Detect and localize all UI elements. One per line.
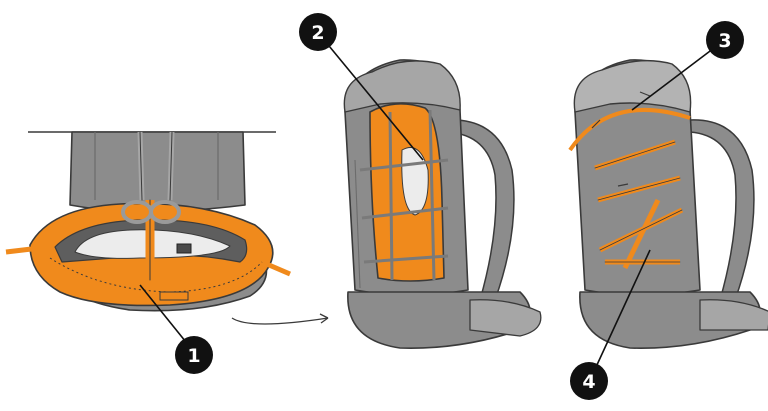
callout-4: 4: [570, 362, 608, 400]
panel-open-pack: [5, 131, 291, 353]
transition-arrow: [231, 313, 329, 325]
callout-2: 2: [299, 13, 337, 51]
panel-side-front-pocket: [319, 34, 542, 349]
callout-4-label: 4: [582, 371, 595, 393]
callout-3: 3: [706, 21, 744, 59]
callout-3-label: 3: [718, 30, 731, 52]
callout-2-label: 2: [311, 22, 324, 44]
panel-compressed-straps: [568, 41, 768, 381]
callout-1-label: 1: [187, 345, 200, 367]
callout-1: 1: [175, 336, 213, 374]
